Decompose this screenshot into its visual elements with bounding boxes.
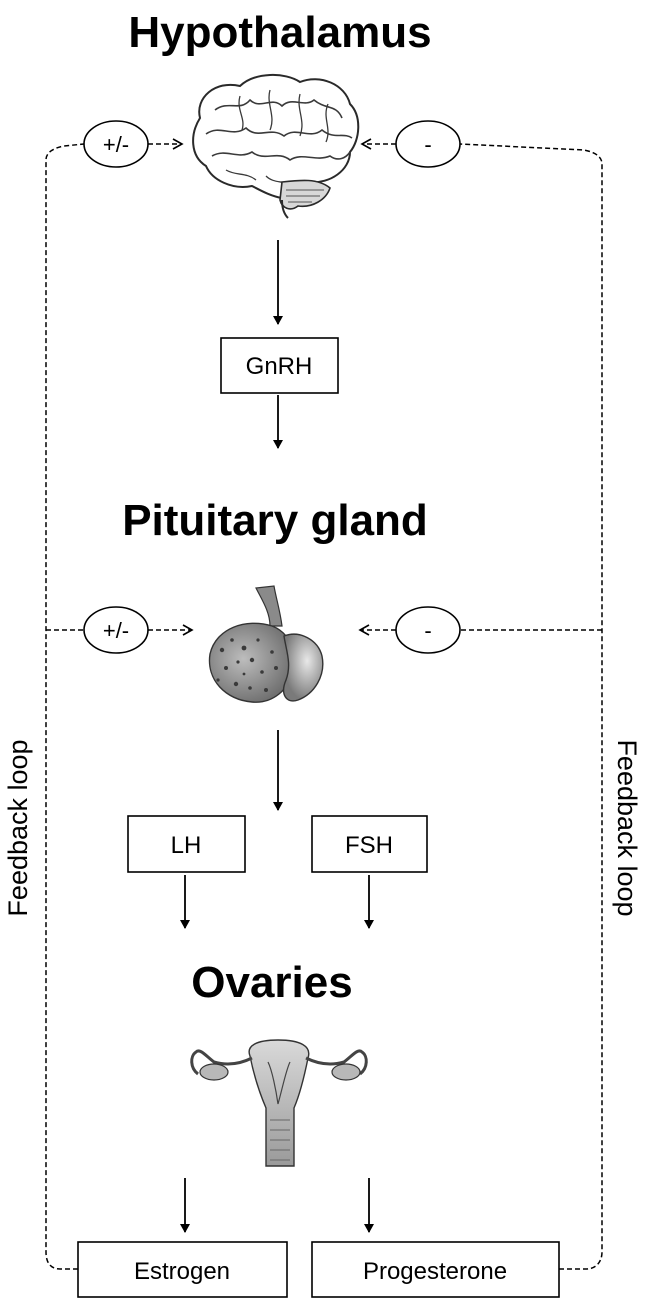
hypothalamus-right-sign: -	[424, 132, 431, 157]
pituitary-right-sign: -	[424, 618, 431, 643]
pituitary-right-sign-badge: -	[395, 606, 461, 654]
fsh-box: FSH	[311, 815, 428, 873]
left-feedback-line	[45, 143, 85, 1270]
pituitary-left-sign-badge: +/-	[83, 606, 149, 654]
progesterone-label: Progesterone	[363, 1258, 507, 1285]
gnrh-label: GnRH	[246, 353, 313, 380]
pituitary-gland-icon	[208, 585, 324, 703]
right-feedback-label: Feedback loop	[612, 739, 642, 916]
lh-label: LH	[171, 832, 202, 859]
gnrh-box: GnRH	[220, 337, 339, 394]
progesterone-box: Progesterone	[311, 1241, 560, 1298]
uterus-ovaries-icon	[190, 1039, 368, 1167]
hypothalamus-right-sign-badge: -	[395, 120, 461, 168]
lh-box: LH	[127, 815, 246, 873]
ovaries-title: Ovaries	[191, 958, 352, 1007]
pituitary-title: Pituitary gland	[122, 496, 428, 545]
fsh-label: FSH	[345, 832, 393, 859]
hypothalamus-left-sign: +/-	[103, 132, 129, 157]
pituitary-left-sign: +/-	[103, 618, 129, 643]
brain-icon	[192, 73, 360, 219]
left-feedback-label: Feedback loop	[3, 739, 33, 916]
right-feedback-line	[459, 143, 603, 1270]
hypothalamus-title: Hypothalamus	[128, 8, 431, 57]
hypothalamus-left-sign-badge: +/-	[83, 120, 149, 168]
estrogen-label: Estrogen	[134, 1258, 230, 1285]
estrogen-box: Estrogen	[77, 1241, 288, 1298]
